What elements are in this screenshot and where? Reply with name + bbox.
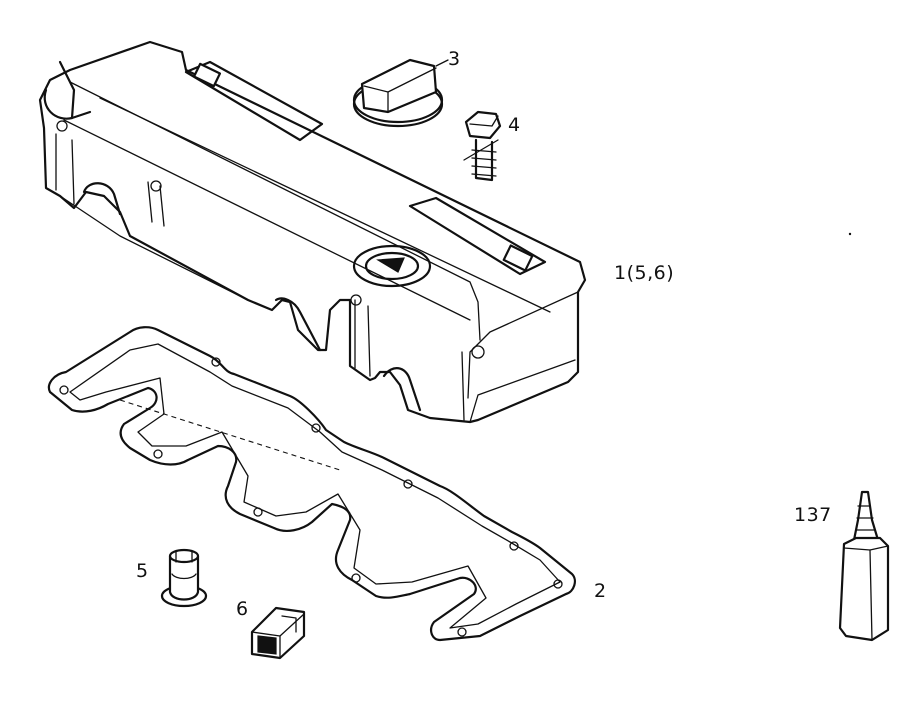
- alignment-line: [119, 399, 341, 471]
- callout-137: 137: [794, 504, 832, 526]
- speck: [848, 232, 852, 236]
- oil-filler-cap: [352, 58, 444, 128]
- clip: [250, 606, 306, 660]
- callout-6: 6: [236, 598, 249, 620]
- leader-line-3: [435, 59, 449, 67]
- callout-1: 1(5,6): [614, 262, 675, 284]
- callout-2: 2: [594, 580, 607, 602]
- callout-4: 4: [508, 114, 521, 136]
- grommet: [160, 548, 208, 608]
- valve-cover: [38, 40, 587, 424]
- sealant-tube: [838, 490, 890, 642]
- callout-3: 3: [448, 48, 461, 70]
- gasket: [47, 326, 576, 642]
- bolt: [463, 110, 502, 182]
- callout-5: 5: [136, 560, 149, 582]
